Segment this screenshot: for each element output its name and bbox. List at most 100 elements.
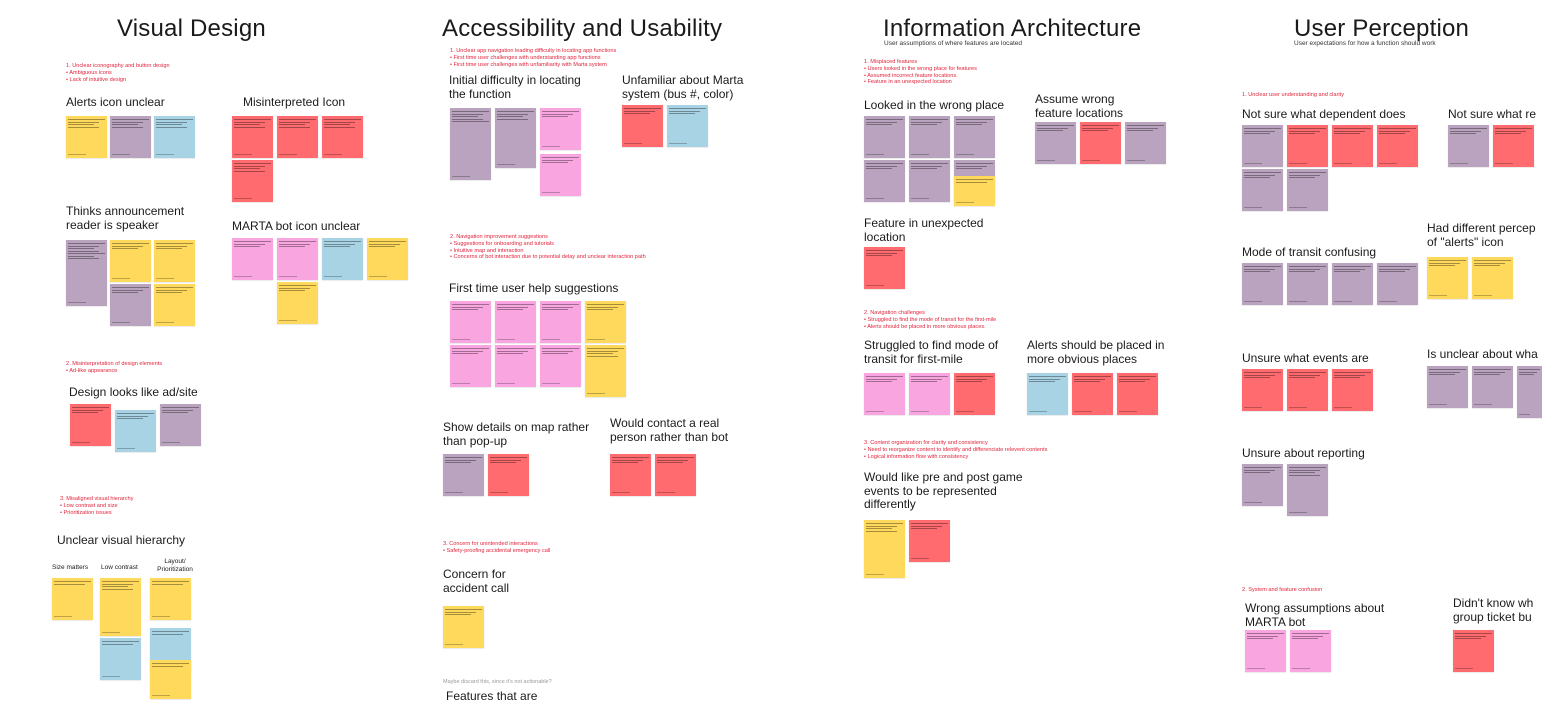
group-title-announcement: Thinks announcement reader is speaker bbox=[66, 204, 185, 232]
group-title-accident-call: Concern for accident call bbox=[443, 567, 510, 595]
sticky-note bbox=[110, 116, 151, 158]
finding-visual-design-3: 3. Misaligned visual hierarchy• Low cont… bbox=[60, 496, 134, 516]
sticky-note bbox=[864, 520, 905, 578]
sticky-note bbox=[1287, 263, 1328, 305]
subheader-size-matters: Size matters bbox=[52, 564, 89, 571]
sticky-note bbox=[1242, 263, 1283, 305]
group-title-initial-difficulty: Initial difficulty in locating the funct… bbox=[449, 73, 581, 101]
group-title-ad-site: Design looks like ad/site bbox=[69, 385, 198, 399]
sticky-note bbox=[1453, 630, 1494, 672]
sticky-note bbox=[1080, 122, 1121, 164]
column-title-visual-design: Visual Design bbox=[117, 15, 266, 42]
group-title-dependent-does: Not sure what dependent does bbox=[1242, 107, 1406, 121]
sticky-note bbox=[1242, 464, 1283, 506]
sticky-note bbox=[100, 638, 141, 680]
sticky-note bbox=[150, 578, 191, 620]
group-title-first-time-help: First time user help suggestions bbox=[449, 281, 619, 295]
footer-note: Maybe discard this, since it's not actio… bbox=[443, 679, 552, 685]
sticky-note bbox=[232, 116, 273, 158]
sticky-note bbox=[864, 373, 905, 415]
group-title-misinterpreted-icon: Misinterpreted Icon bbox=[243, 95, 346, 109]
sticky-note bbox=[954, 373, 995, 415]
sticky-note bbox=[909, 520, 950, 562]
sticky-note bbox=[540, 154, 581, 196]
column-subtitle-information-architecture: User assumptions of where features are l… bbox=[884, 40, 1023, 47]
sticky-note bbox=[1493, 125, 1534, 167]
sticky-note bbox=[115, 410, 156, 452]
sticky-note bbox=[1242, 125, 1283, 167]
finding-up-1: 1. Unclear user understanding and clarit… bbox=[1242, 92, 1344, 98]
sticky-note bbox=[909, 373, 950, 415]
sticky-note bbox=[488, 454, 529, 496]
sticky-note bbox=[322, 116, 363, 158]
sticky-note bbox=[52, 578, 93, 620]
group-title-mode-transit: Mode of transit confusing bbox=[1242, 245, 1377, 259]
sticky-note bbox=[154, 284, 195, 326]
sticky-note bbox=[864, 160, 905, 202]
sticky-note bbox=[443, 606, 484, 648]
sticky-note bbox=[1035, 122, 1076, 164]
sticky-note bbox=[954, 176, 995, 206]
sticky-note bbox=[1517, 366, 1542, 418]
sticky-note bbox=[495, 345, 536, 387]
finding-up-2: 2. System and feature confusion bbox=[1242, 587, 1323, 593]
column-title-user-perception: User Perception bbox=[1294, 15, 1470, 42]
subheader-low-contrast: Low contrast bbox=[101, 564, 138, 571]
sticky-note bbox=[1117, 373, 1158, 415]
sticky-note bbox=[495, 301, 536, 343]
sticky-note bbox=[1242, 369, 1283, 411]
sticky-note bbox=[1332, 125, 1373, 167]
sticky-note bbox=[540, 345, 581, 387]
finding-ia-2: 2. Navigation challenges• Struggled to f… bbox=[864, 310, 997, 330]
sticky-note bbox=[277, 116, 318, 158]
sticky-note bbox=[277, 238, 318, 280]
group-title-assume-wrong: Assume wrong feature locations bbox=[1035, 92, 1124, 120]
sticky-note bbox=[154, 240, 195, 282]
group-title-contact-person: Would contact a real person rather than … bbox=[610, 416, 729, 444]
sticky-note bbox=[100, 578, 141, 636]
sticky-note bbox=[450, 345, 491, 387]
group-title-marta-bot-icon: MARTA bot icon unclear bbox=[232, 219, 361, 233]
group-title-group-ticket: Didn't know wh group ticket bu bbox=[1453, 596, 1534, 624]
sticky-note bbox=[622, 105, 663, 147]
group-title-first-mile: Struggled to find mode of transit for fi… bbox=[864, 338, 999, 366]
group-title-unexpected-location: Feature in unexpected location bbox=[864, 216, 984, 244]
sticky-note bbox=[66, 116, 107, 158]
sticky-note bbox=[1287, 369, 1328, 411]
finding-accessibility-1: 1. Unclear app navigation leading diffic… bbox=[450, 48, 617, 68]
sticky-note bbox=[954, 116, 995, 158]
sticky-note bbox=[1332, 369, 1373, 411]
group-title-show-details: Show details on map rather than pop-up bbox=[443, 420, 590, 448]
sticky-note bbox=[450, 108, 491, 180]
column-title-accessibility: Accessibility and Usability bbox=[442, 15, 723, 42]
sticky-note bbox=[1472, 366, 1513, 408]
sticky-note bbox=[322, 238, 363, 280]
sticky-note bbox=[232, 160, 273, 202]
group-title-pre-post-game: Would like pre and post game events to b… bbox=[864, 470, 1023, 511]
group-title-not-sure-what: Not sure what re bbox=[1448, 107, 1537, 121]
sticky-note bbox=[1448, 125, 1489, 167]
sticky-note bbox=[1427, 257, 1468, 299]
finding-visual-design-1: 1. Unclear iconography and button design… bbox=[66, 63, 170, 83]
sticky-note bbox=[540, 108, 581, 150]
sticky-note bbox=[909, 160, 950, 202]
sticky-note bbox=[1072, 373, 1113, 415]
group-title-unfamiliar-marta: Unfamiliar about Marta system (bus #, co… bbox=[622, 73, 744, 101]
sticky-note bbox=[1125, 122, 1166, 164]
sticky-note bbox=[1377, 263, 1418, 305]
sticky-note bbox=[1245, 630, 1286, 672]
sticky-note bbox=[110, 240, 151, 282]
sticky-note bbox=[495, 108, 536, 168]
subheader-layout: Layout/ Prioritization bbox=[157, 558, 193, 573]
sticky-note bbox=[1287, 169, 1328, 211]
sticky-note bbox=[110, 284, 151, 326]
group-title-alerts-obvious: Alerts should be placed in more obvious … bbox=[1027, 338, 1165, 366]
column-title-information-architecture: Information Architecture bbox=[883, 15, 1142, 42]
sticky-note bbox=[540, 301, 581, 343]
sticky-note bbox=[585, 345, 626, 397]
finding-ia-1: 1. Misplaced features• Users looked in t… bbox=[864, 59, 977, 86]
sticky-note bbox=[1332, 263, 1373, 305]
group-title-alerts-perception: Had different percep of "alerts" icon bbox=[1427, 221, 1536, 249]
sticky-note bbox=[1290, 630, 1331, 672]
finding-accessibility-2: 2. Navigation improvement suggestions• S… bbox=[450, 234, 646, 261]
